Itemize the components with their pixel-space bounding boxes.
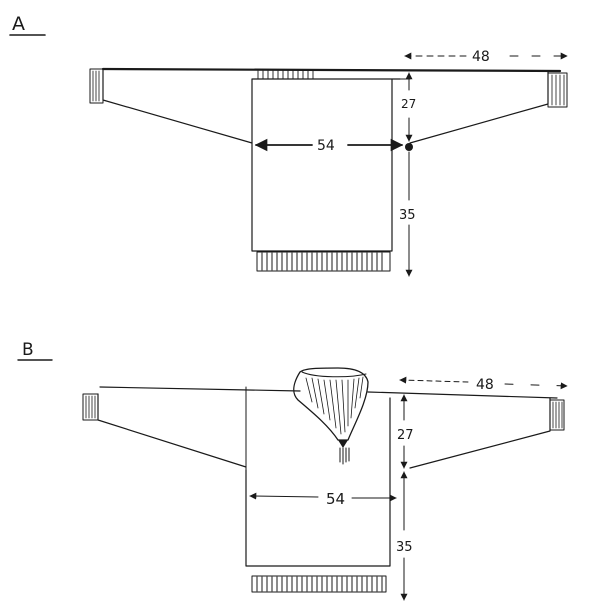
- diagram-a-length-dimension: 27 35: [399, 72, 416, 277]
- diagram-b-waist-ribbing: [251, 575, 387, 593]
- diagram-b-sleeve-value: 48: [476, 377, 494, 393]
- diagram-a-left-cuff: [89, 68, 104, 104]
- diagram-b-shoulder-line-right: [367, 391, 558, 399]
- diagram-b-body: [245, 397, 391, 567]
- diagram-b-sleeve-dimension: 48: [399, 376, 568, 393]
- diagram-b-hood: [293, 367, 369, 465]
- diagram-b-left-sleeve: [97, 393, 247, 468]
- diagram-b-body-value: 35: [396, 540, 413, 555]
- diagram-a-label: A: [12, 13, 25, 35]
- diagram-a-body-value: 35: [399, 208, 416, 223]
- diagram-b-shoulder-line-left: [99, 386, 301, 392]
- diagram-a-sleeve-value: 48: [472, 49, 490, 65]
- diagram-b-left-cuff: [82, 393, 99, 421]
- diagram-b-right-sleeve: [409, 397, 551, 469]
- diagram-a-right-cuff: [547, 72, 568, 108]
- diagram-b-width-value: 54: [326, 490, 345, 508]
- diagram-a-waist-ribbing: [256, 251, 391, 272]
- diagram-a-left-sleeve: [102, 69, 253, 144]
- diagram-b-yoke-value: 27: [397, 428, 414, 443]
- diagram-b: B: [17, 340, 568, 601]
- diagram-a-width-value: 54: [317, 138, 335, 154]
- diagram-a-right-sleeve: [409, 70, 549, 144]
- diagram-a-width-dimension: 54: [254, 138, 404, 154]
- diagram-b-label: B: [22, 340, 34, 360]
- diagram-a-sleeve-dimension: 48: [404, 49, 568, 65]
- diagram-b-right-cuff: [549, 399, 565, 431]
- diagram-b-width-dimension: 54: [249, 490, 397, 508]
- diagram-a-shoulder-line: [101, 67, 562, 73]
- diagram-a: A 48: [9, 13, 568, 277]
- diagram-a-neck-ribbing: [257, 70, 314, 80]
- diagram-a-body: [251, 78, 401, 252]
- diagram-a-yoke-value: 27: [401, 97, 416, 111]
- diagram-b-length-dimension: 27 35: [396, 394, 414, 601]
